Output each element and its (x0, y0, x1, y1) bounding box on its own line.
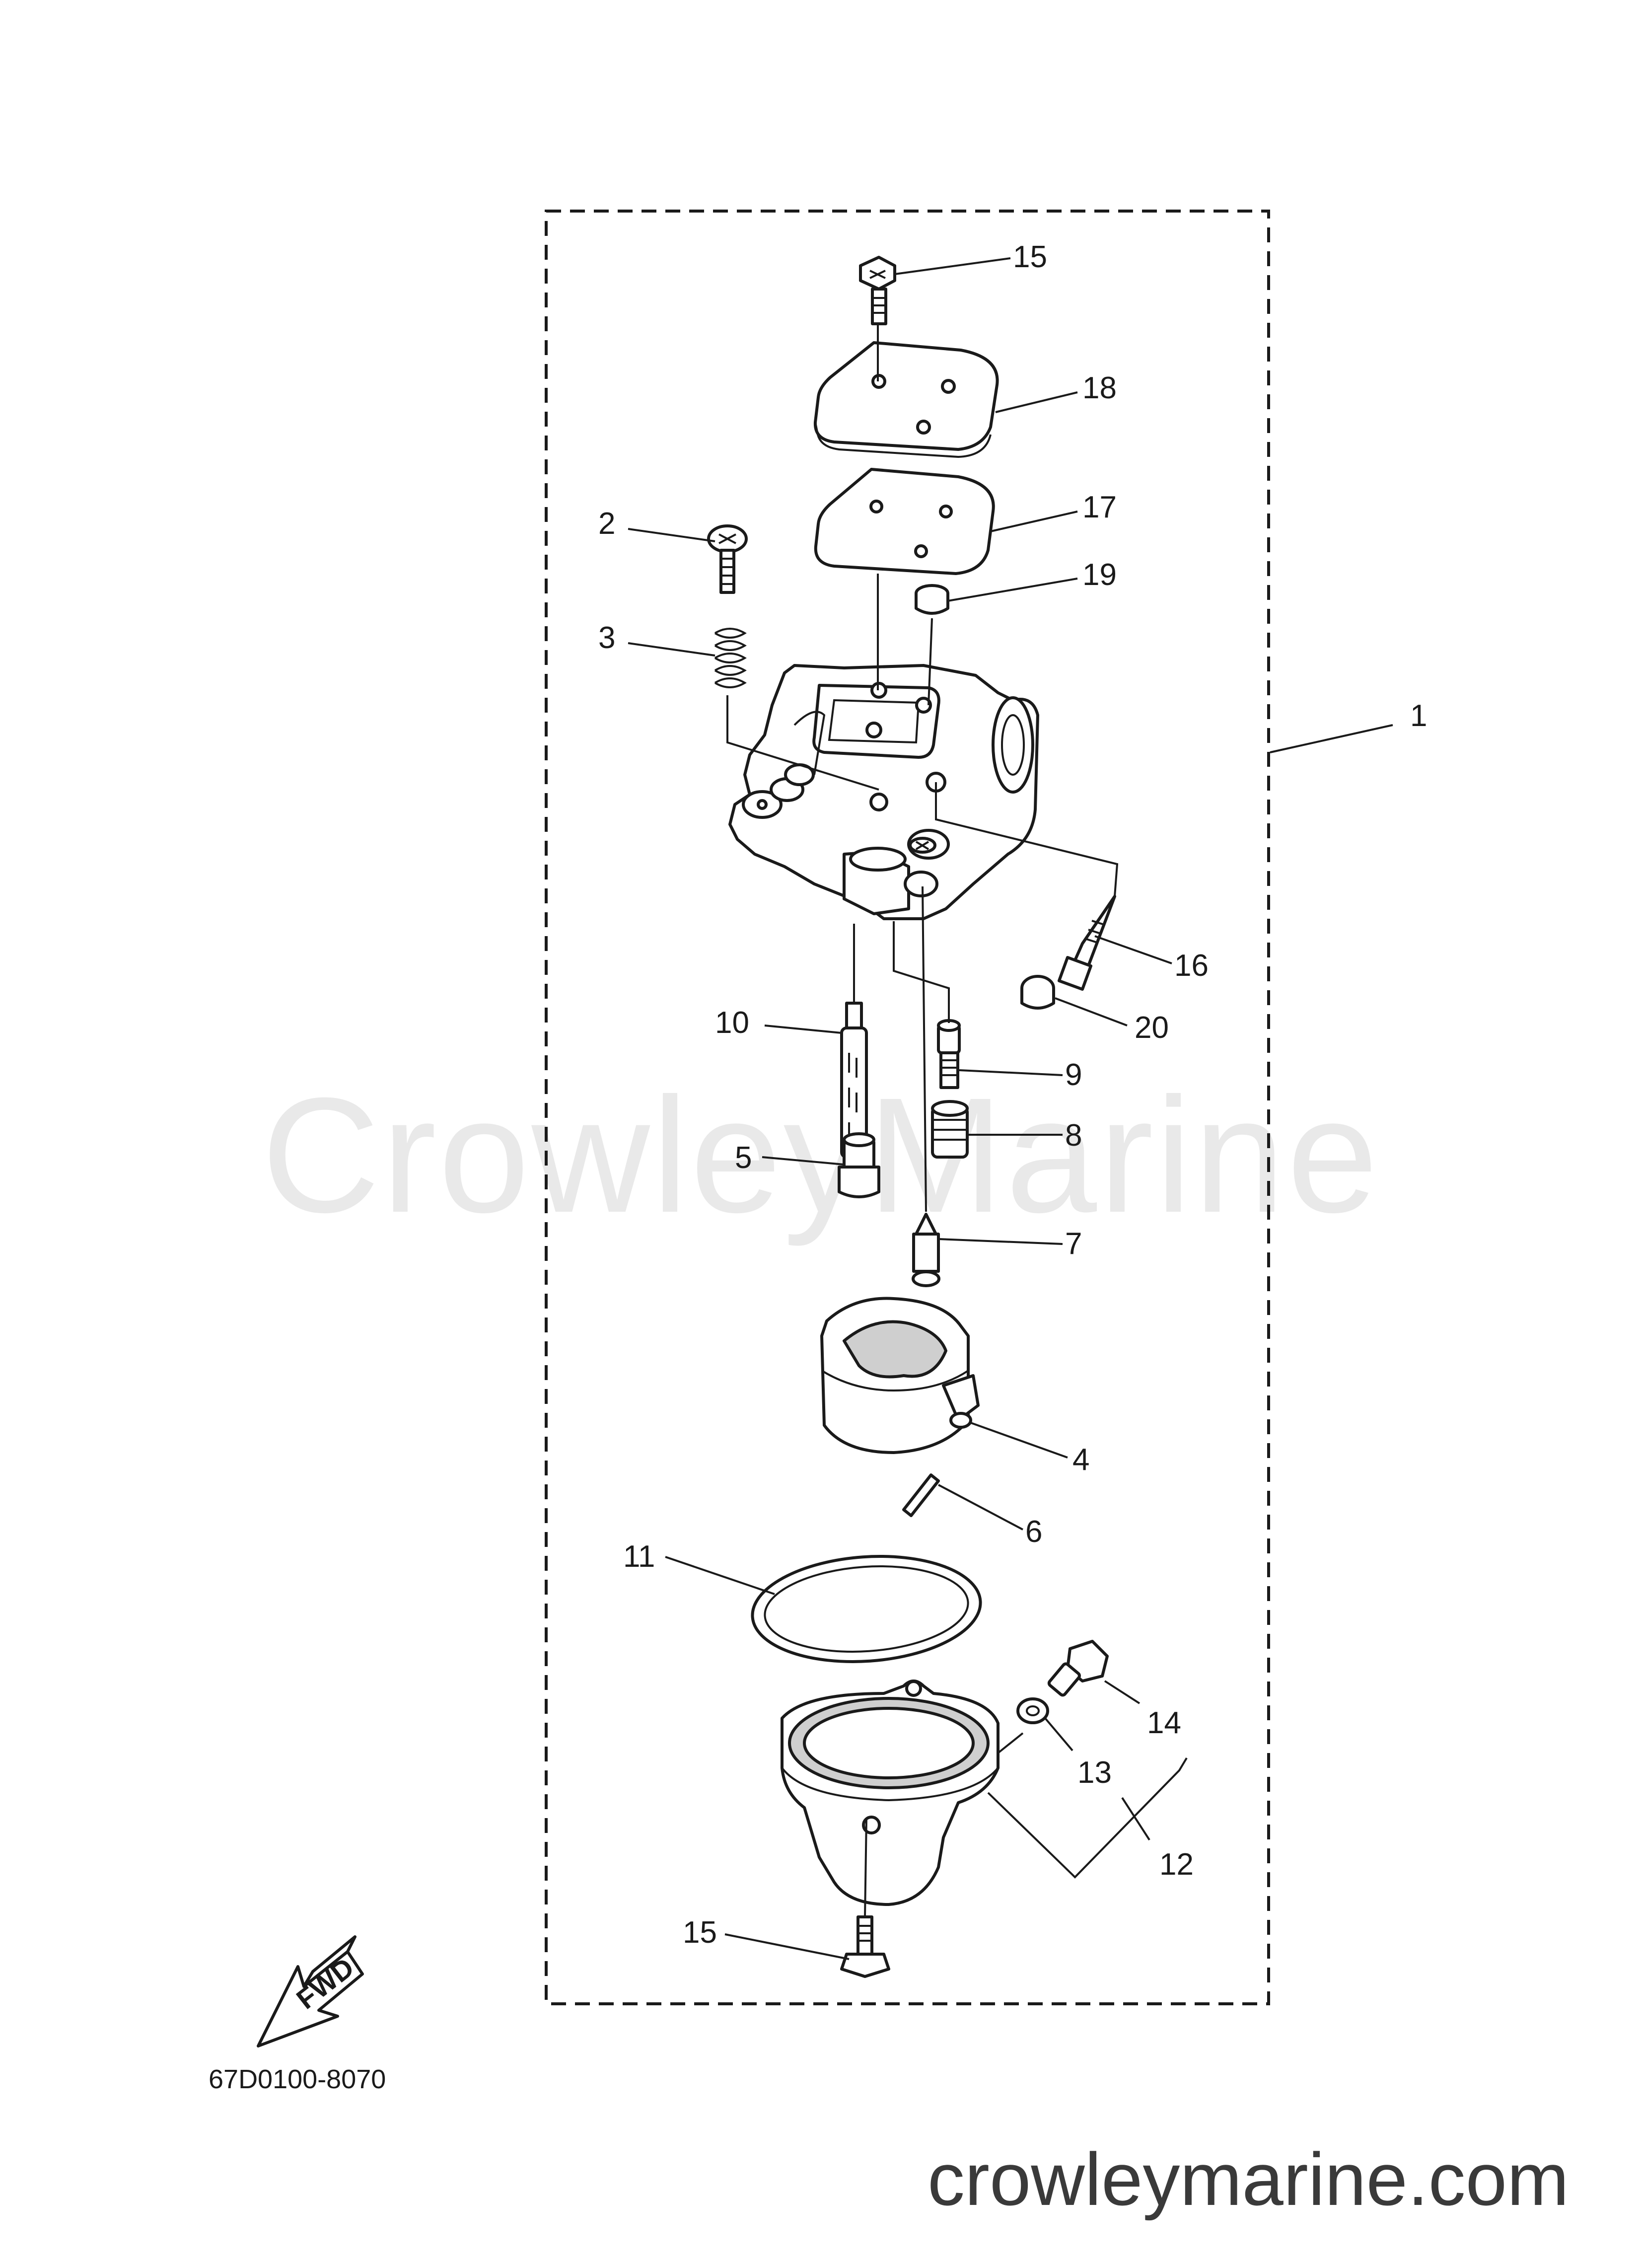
callout-5: 5 (735, 1141, 752, 1175)
watermark-text: CrowleyMarine (262, 1063, 1380, 1247)
part-3-spring (714, 628, 747, 688)
callout-15-top: 15 (1013, 240, 1047, 274)
callout-8: 8 (1065, 1118, 1082, 1153)
callout-9: 9 (1065, 1058, 1082, 1092)
part-9-pilot-jet (937, 1019, 961, 1089)
callout-19: 19 (1082, 558, 1117, 592)
part-7-needle-valve (912, 1213, 940, 1287)
callout-3: 3 (598, 621, 615, 655)
part-12-float-bowl (781, 1680, 999, 1906)
callout-18: 18 (1082, 371, 1117, 405)
callout-10: 10 (715, 1006, 749, 1040)
carburetor-body (728, 664, 1039, 920)
part-16-pilot-screw (1057, 895, 1116, 991)
part-18-cover-plate (813, 341, 999, 458)
part-6-float-pin (902, 1473, 940, 1517)
site-url[interactable]: crowleymarine.com (928, 2137, 1569, 2221)
part-19-plug (915, 584, 949, 615)
part-17-gasket (814, 468, 995, 575)
callout-labels: 15 18 17 19 2 3 1 16 20 10 9 8 5 7 4 6 1… (598, 240, 1427, 1950)
callout-20: 20 (1135, 1011, 1169, 1045)
callout-16: 16 (1174, 949, 1209, 983)
part-15-top-screw (859, 256, 896, 325)
callout-12: 12 (1159, 1847, 1194, 1882)
part-13-washer (1016, 1697, 1049, 1724)
callout-7: 7 (1065, 1227, 1082, 1261)
callout-14: 14 (1147, 1706, 1181, 1740)
fwd-direction-arrow: FWD (257, 1935, 364, 2048)
part-20-cap (1020, 975, 1055, 1010)
part-8-main-jet (931, 1100, 969, 1159)
assembly-lines (726, 324, 1119, 1917)
callout-17: 17 (1082, 490, 1117, 524)
part-11-o-ring (751, 1555, 982, 1663)
callout-13: 13 (1077, 1756, 1112, 1790)
leader-lines (628, 257, 1393, 1960)
part-14-drain-screw (1047, 1640, 1109, 1697)
callout-1: 1 (1410, 699, 1427, 733)
callout-15-bottom: 15 (683, 1915, 717, 1950)
part-5-valve-seat (838, 1132, 880, 1198)
callout-2: 2 (598, 507, 615, 541)
part-2-screw (707, 524, 748, 594)
callout-6: 6 (1025, 1515, 1042, 1549)
part-15-bottom-screw (840, 1915, 890, 1978)
diagram-code: 67D0100-8070 (209, 2064, 386, 2094)
part-4-float (820, 1297, 980, 1454)
callout-4: 4 (1072, 1443, 1089, 1477)
assembly-boundary (545, 210, 1270, 2005)
callout-11: 11 (623, 1539, 655, 1574)
part-10-main-nozzle (840, 1002, 868, 1159)
